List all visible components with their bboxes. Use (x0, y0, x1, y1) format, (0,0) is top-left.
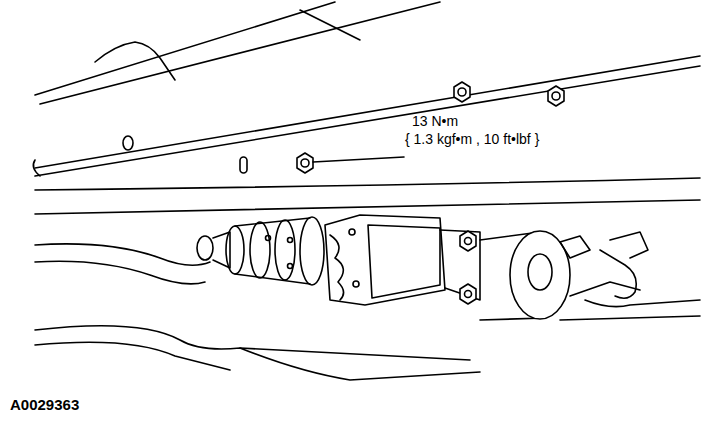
figure-number: A0029363 (10, 397, 79, 413)
bearing-housing (480, 231, 570, 320)
panel-edge (40, 2, 440, 104)
subframe (240, 348, 480, 380)
crossmember-edge (35, 178, 700, 190)
subframe (35, 342, 230, 370)
bolt (548, 86, 564, 106)
bolt (454, 82, 470, 102)
torque-spec: { 1.3 kgf•m , 10 ft•lbf } (405, 131, 539, 147)
crossmember-edge (35, 200, 700, 214)
hole (123, 136, 133, 150)
bolt (460, 231, 476, 251)
panel-notch (95, 42, 175, 80)
flange-edge (35, 56, 700, 168)
leader-line (313, 157, 404, 162)
cv-boot (197, 217, 324, 285)
panel-crease (300, 10, 360, 40)
slot (240, 157, 247, 173)
bracket (325, 215, 480, 305)
bolt (460, 284, 476, 304)
torque-spec: 13 N•m (412, 113, 458, 129)
panel-edge (35, 2, 335, 95)
flange-end (33, 160, 40, 176)
flange-edge (35, 66, 700, 176)
subframe (35, 261, 205, 284)
bolt (297, 153, 313, 173)
fitting (560, 232, 700, 320)
